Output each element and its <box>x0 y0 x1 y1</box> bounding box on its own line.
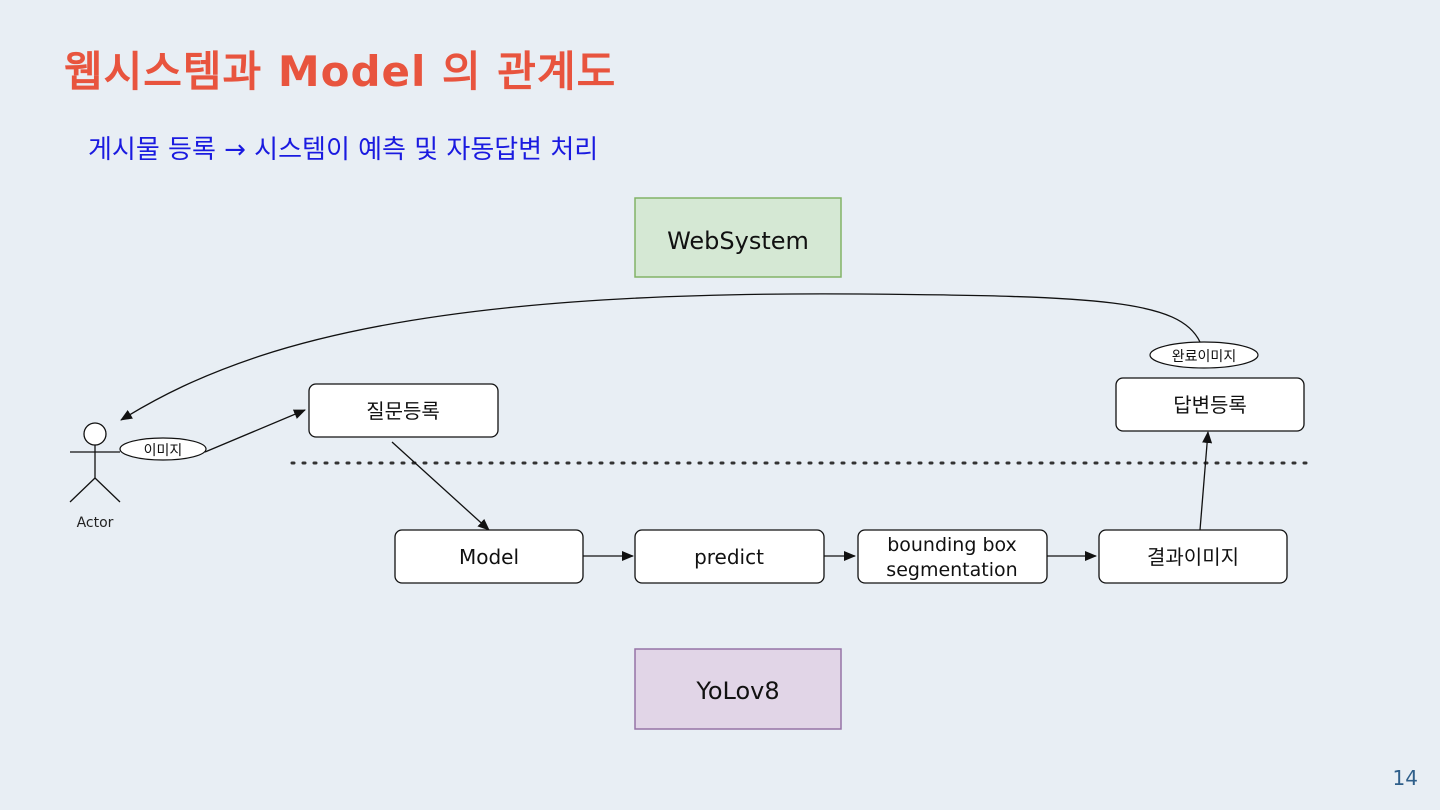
predict-box: predict <box>634 529 825 584</box>
result-to-answer-arrow <box>1199 431 1213 531</box>
question-to-model-arrow <box>391 441 490 531</box>
answer-register-box: 답변등록 <box>1115 377 1305 432</box>
bbox-label-line2: segmentation <box>886 559 1017 581</box>
image-tag-label: 이미지 <box>144 443 183 459</box>
result-image-box: 결과이미지 <box>1098 529 1288 584</box>
done-image-tag-label: 완료이미지 <box>1172 349 1236 365</box>
image-tag: 이미지 <box>119 437 207 461</box>
model-label: Model <box>459 545 519 569</box>
yolo-box: YoLov8 <box>634 648 842 730</box>
question-register-label: 질문등록 <box>366 399 440 423</box>
answer-register-label: 답변등록 <box>1173 393 1247 417</box>
bbox-label-line1: bounding box <box>887 534 1017 556</box>
slide-subtitle: 게시물 등록 → 시스템이 예측 및 자동답변 처리 <box>88 135 599 165</box>
slide-title: 웹시스템과 Model 의 관계도 <box>64 47 617 96</box>
page-number: 14 <box>1392 766 1418 790</box>
bbox-segmentation-box: bounding box segmentation <box>857 529 1048 584</box>
websystem-box: WebSystem <box>634 197 842 278</box>
yolo-label: YoLov8 <box>695 677 779 705</box>
actor-to-question-arrow <box>204 409 306 453</box>
predict-label: predict <box>694 545 764 569</box>
question-register-box: 질문등록 <box>308 383 499 438</box>
model-box: Model <box>394 529 584 584</box>
websystem-label: WebSystem <box>667 227 809 255</box>
return-arrow <box>120 293 1201 421</box>
actor-figure <box>69 422 121 503</box>
actor-label: Actor <box>77 515 114 531</box>
done-image-tag: 완료이미지 <box>1149 341 1259 369</box>
result-image-label: 결과이미지 <box>1147 545 1239 569</box>
